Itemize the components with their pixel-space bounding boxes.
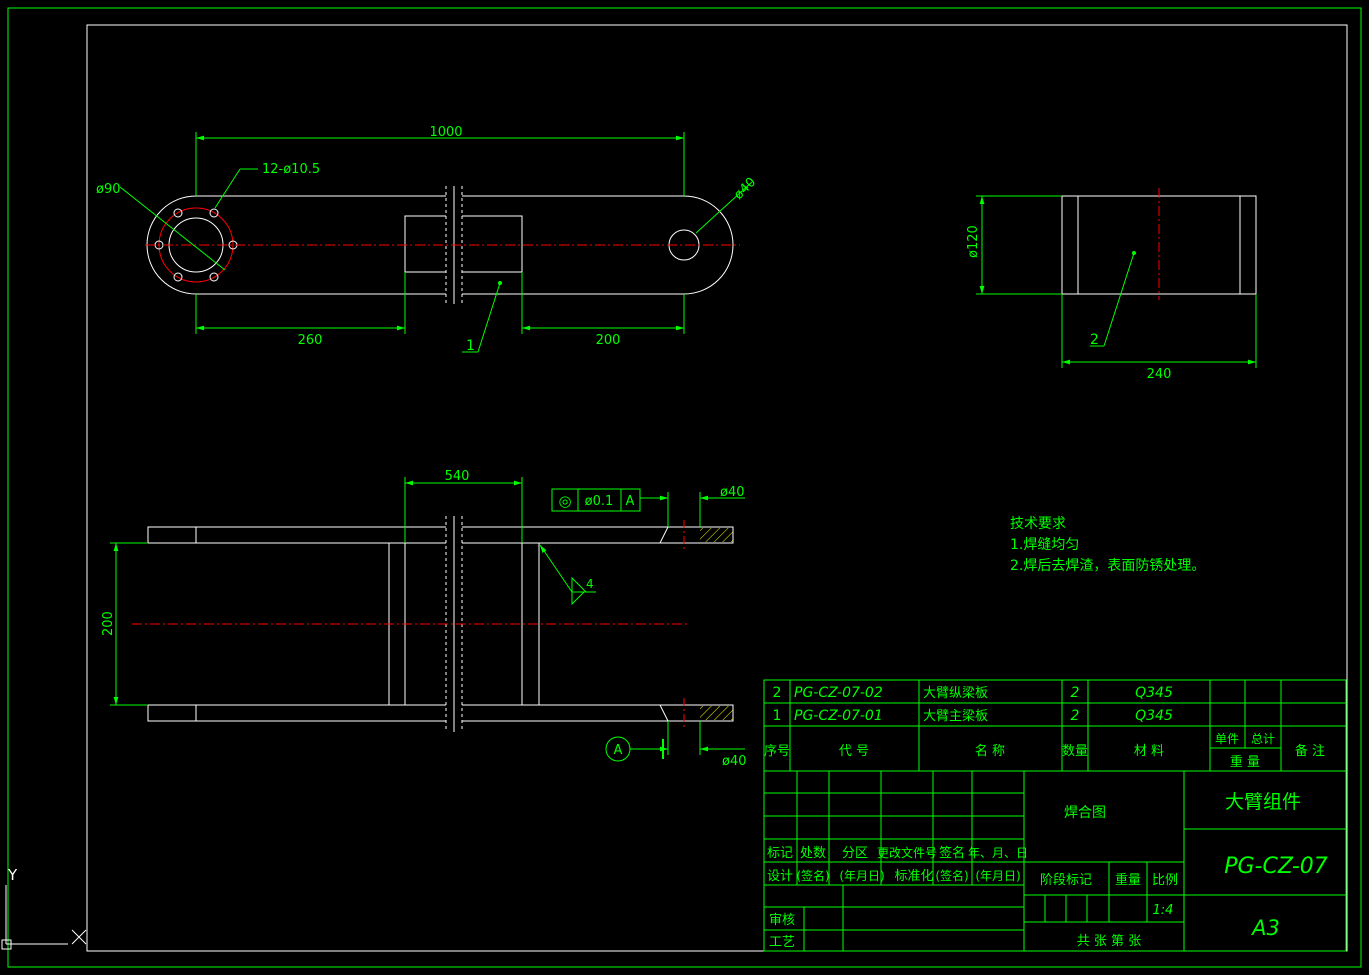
ucs-y-label: Y [7, 866, 18, 884]
dim-front-hole-top: ø40 [720, 485, 745, 500]
inner-frame [86, 24, 1348, 952]
bom-row1-qty: 2 [1071, 708, 1080, 724]
tb-part-name: 大臂组件 [1225, 791, 1301, 813]
tech-line2: 2.焊后去焊渣，表面防锈处理。 [1010, 558, 1205, 574]
bom-row2-qty: 2 [1071, 685, 1080, 701]
dim-right-offset: 200 [596, 333, 621, 348]
balloon-part2: 2 [1090, 332, 1099, 348]
tb-ratio: 比例 [1152, 873, 1178, 888]
tolerance-symbol: ◎ [558, 492, 571, 510]
bom-row2-name: 大臂纵梁板 [923, 686, 988, 701]
dim-left-offset: 260 [298, 333, 323, 348]
dim-top-length: 1000 [429, 125, 462, 140]
bom-row1-name: 大臂主梁板 [923, 709, 988, 724]
tb-process: 工艺 [769, 935, 795, 950]
bom-row1-code: PG-CZ-07-01 [794, 708, 883, 724]
hatch-bottom [700, 706, 733, 720]
title-block-text: 标记 处数 分区 更改文件号 签名 年、月、日 设计 (签名) (年月日) 标准… [767, 791, 1328, 950]
tb-sheets: 共 张 第 张 [1077, 934, 1141, 949]
dim-tube-length: 240 [1147, 367, 1172, 382]
bom-header-total: 总计 [1251, 732, 1275, 746]
bolt-holes [154, 208, 238, 282]
weld-size: 4 [586, 577, 594, 591]
dim-front-width: 540 [445, 469, 470, 484]
bom-row2-material: Q345 [1135, 685, 1173, 701]
hatch-top [700, 528, 733, 542]
tb-mark: 标记 [767, 846, 793, 861]
tb-weight: 重量 [1115, 872, 1141, 888]
datum-marker: A [614, 743, 623, 758]
center-block [404, 215, 523, 273]
bom-table [763, 679, 1347, 772]
tube-view: ø120 240 2 [966, 188, 1257, 382]
tb-design-sign: (签名) [796, 868, 829, 883]
dim-front-hole-bottom: ø40 [722, 754, 747, 769]
bom-header-remark: 备 注 [1295, 743, 1325, 759]
bom-header-no: 序号 [764, 744, 790, 759]
tb-date: 年、月、日 [968, 846, 1028, 860]
tb-sheet-size: A3 [1250, 916, 1280, 940]
tb-review: 审核 [769, 913, 795, 928]
tb-standard-sign: (签名) [935, 868, 968, 883]
bom-header-weight: 重 量 [1230, 754, 1260, 770]
tb-scale: 1:4 [1153, 903, 1174, 918]
dim-right-diameter: ø40 [731, 175, 759, 203]
tb-standard: 标准化 [894, 869, 933, 884]
ucs-icon [1, 885, 87, 950]
tb-design-date: (年月日) [839, 869, 884, 883]
bom-header-material: 材 料 [1134, 744, 1164, 759]
tb-zone: 分区 [842, 846, 868, 861]
tolerance-datum: A [626, 494, 635, 509]
outer-frame [7, 7, 1362, 968]
dim-tube-diameter: ø120 [966, 225, 981, 258]
bom-header-qty: 数量 [1062, 744, 1088, 759]
tb-change-doc: 更改文件号 [877, 845, 937, 860]
front-view: 540 200 ø40 ø40 4 ◎ ø0.1 A A [101, 469, 747, 769]
top-view: 1000 12-ø10.5 ø90 ø40 260 200 1 [96, 125, 759, 354]
bom-header-unit: 单件 [1215, 732, 1239, 746]
tech-line1: 1.焊缝均匀 [1010, 537, 1079, 553]
dim-left-diameter: ø90 [96, 182, 121, 197]
bom-row2-code: PG-CZ-07-02 [794, 685, 883, 701]
balloon-part1: 1 [466, 338, 475, 354]
tb-sign: 签名 [939, 845, 965, 861]
dim-front-height: 200 [101, 611, 116, 636]
tb-stage: 阶段标记 [1040, 873, 1092, 888]
tb-design: 设计 [767, 869, 793, 884]
tech-requirements: 技术要求 1.焊缝均匀 2.焊后去焊渣，表面防锈处理。 [1010, 516, 1205, 574]
bom-row1-material: Q345 [1135, 708, 1173, 724]
bom-header-code: 代 号 [839, 744, 869, 759]
tb-standard-date: (年月日) [975, 869, 1020, 883]
tb-drawing-no: PG-CZ-07 [1224, 854, 1328, 879]
tolerance-value: ø0.1 [585, 494, 614, 509]
bom-header-name: 名 称 [975, 743, 1005, 759]
tb-drawing-type: 焊合图 [1064, 805, 1106, 821]
dim-hole-pattern: 12-ø10.5 [262, 162, 320, 177]
bom-row1-no: 1 [773, 708, 782, 724]
tb-count: 处数 [800, 846, 826, 861]
title-block [763, 770, 1347, 952]
bom-rows: 2 PG-CZ-07-02 大臂纵梁板 2 Q345 1 PG-CZ-07-01… [764, 685, 1325, 770]
tech-title: 技术要求 [1010, 516, 1066, 532]
bom-row2-no: 2 [773, 685, 782, 701]
